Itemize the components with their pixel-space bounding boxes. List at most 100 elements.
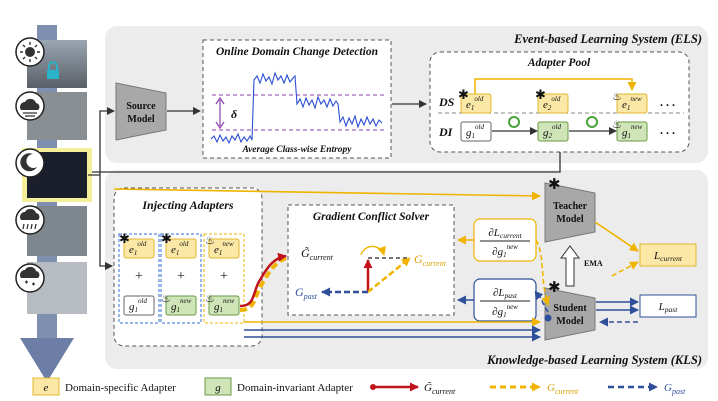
dl-past-box: ∂Lpast ∂g1new bbox=[473, 278, 537, 322]
svg-text:Lpast: Lpast bbox=[658, 301, 679, 314]
inject-col-1 bbox=[118, 233, 160, 324]
teacher-model: Teacher Model ✱ bbox=[544, 177, 596, 243]
inject-e1-old-b bbox=[165, 238, 197, 259]
teacher-to-lcurrent-flow bbox=[594, 221, 639, 252]
legend-g-tilde-label: G̃current bbox=[424, 381, 456, 396]
inject-g1-new-b bbox=[208, 295, 240, 316]
student-to-dl-past bbox=[534, 290, 549, 313]
legend-e-text: Domain-specific Adapter bbox=[65, 382, 176, 394]
g-tilde-current-label: G̃current bbox=[301, 246, 334, 262]
svg-text:∂g1new: ∂g1new bbox=[492, 303, 518, 319]
dl-current-to-student bbox=[535, 239, 550, 306]
update-cycle-icon bbox=[508, 116, 520, 128]
g-current-vector bbox=[367, 257, 411, 293]
l-current-box: Lcurrent bbox=[639, 243, 697, 267]
image-to-source-arrow bbox=[88, 107, 115, 176]
legend-g-past-label: Gpast bbox=[664, 382, 686, 396]
junction-dot bbox=[544, 314, 552, 322]
frozen-snowflake-icon: ✱ bbox=[548, 177, 561, 193]
gradient-source-curve bbox=[239, 256, 287, 312]
svg-text:g1old: g1old bbox=[129, 297, 147, 314]
source-model-line1: Source bbox=[126, 101, 156, 112]
moon-icon bbox=[15, 148, 45, 178]
sun-icon bbox=[15, 37, 45, 67]
svg-text:g2old: g2old bbox=[543, 123, 561, 140]
pool-g2-old bbox=[537, 121, 569, 142]
input-to-teacher-flow bbox=[113, 188, 541, 201]
pool-g1-new bbox=[616, 121, 648, 142]
svg-text:g1new: g1new bbox=[622, 123, 643, 140]
inject-col-2 bbox=[160, 233, 202, 324]
entropy-signal-line bbox=[210, 71, 383, 145]
inject-e1-old-a bbox=[123, 238, 155, 259]
inject-g1-old bbox=[123, 295, 155, 316]
svg-text:Lcurrent: Lcurrent bbox=[653, 250, 683, 263]
teacher-line2: Model bbox=[556, 214, 583, 225]
dl-current-box: ∂Lcurrent ∂g1new bbox=[473, 218, 537, 262]
svg-text:∂Lpast: ∂Lpast bbox=[493, 287, 518, 300]
plus-sign: + bbox=[220, 269, 228, 284]
svg-text:g1new: g1new bbox=[214, 297, 235, 314]
image-to-injecting-arrow bbox=[99, 175, 113, 270]
svg-text:e1old: e1old bbox=[129, 240, 147, 257]
domain-change-detection-box: Online Domain Change Detection δ Average… bbox=[202, 39, 392, 159]
source-model: Source Model bbox=[115, 82, 167, 141]
student-to-lcurrent-flow bbox=[611, 261, 639, 277]
trainable-fire-icon: ♨ bbox=[205, 235, 215, 247]
rotation-arc bbox=[360, 245, 387, 256]
svg-text:∂Lcurrent: ∂Lcurrent bbox=[488, 227, 522, 240]
snow-icon bbox=[15, 263, 45, 293]
pool-g1-old bbox=[460, 121, 492, 142]
plus-sign: + bbox=[135, 269, 143, 284]
teacher-line1: Teacher bbox=[553, 201, 588, 212]
di-row-label: DI bbox=[438, 125, 454, 139]
legend-g-swatch bbox=[204, 377, 232, 396]
trainable-fire-icon: ♨ bbox=[161, 293, 171, 305]
inject-g1-new-a bbox=[165, 295, 197, 316]
pool-e1-old bbox=[460, 93, 492, 114]
update-cycle-icon bbox=[586, 116, 598, 128]
g-past-label: Gpast bbox=[295, 285, 318, 301]
pool-e2-old bbox=[537, 93, 569, 114]
gradient-conflict-solver-box: Gradient Conflict Solver G̃current Gcurr… bbox=[287, 204, 455, 316]
lock-icon bbox=[47, 61, 59, 79]
plus-sign: + bbox=[177, 269, 185, 284]
legend-e-swatch bbox=[32, 377, 60, 396]
trainable-fire-icon: ♨ bbox=[612, 91, 622, 103]
legend-g-letter: g bbox=[215, 382, 221, 394]
svg-text:g1old: g1old bbox=[466, 123, 484, 140]
cloud-icon bbox=[15, 91, 45, 121]
svg-text:g1new: g1new bbox=[171, 297, 192, 314]
entropy-caption: Average Class-wise Entropy bbox=[241, 145, 352, 155]
ds-row-label: DS bbox=[438, 95, 455, 109]
frozen-snowflake-icon: ✱ bbox=[161, 231, 172, 246]
rain-icon bbox=[15, 205, 45, 235]
trainable-fire-icon: ♨ bbox=[205, 293, 215, 305]
source-model-line2: Model bbox=[127, 114, 154, 125]
ds-pool-link-arrow bbox=[474, 78, 637, 94]
legend-g-text: Domain-invariant Adapter bbox=[237, 382, 353, 394]
injecting-adapters-box: Injecting Adapters e1old ✱ e1old ✱ e1new… bbox=[113, 187, 263, 347]
legend-e-letter: e bbox=[44, 382, 49, 394]
adapter-pool-box: Adapter Pool DS DI e1old ✱ e2old ✱ e1new… bbox=[429, 51, 690, 153]
ds-ellipsis: . . . bbox=[660, 95, 675, 109]
g-current-label: Gcurrent bbox=[414, 252, 447, 268]
svg-text:∂g1new: ∂g1new bbox=[492, 243, 518, 259]
di-ellipsis: . . . bbox=[660, 123, 675, 137]
trainable-fire-icon: ♨ bbox=[612, 119, 622, 131]
adapter-pool-title: Adapter Pool bbox=[527, 57, 591, 69]
pool-feedback-line bbox=[92, 152, 561, 173]
l-past-box: Lpast bbox=[639, 294, 697, 318]
frozen-snowflake-icon: ✱ bbox=[535, 87, 546, 102]
svg-text:e1old: e1old bbox=[171, 240, 189, 257]
els-title: Event-based Learning System (ELS) bbox=[513, 32, 702, 46]
inject-e1-new bbox=[208, 238, 240, 259]
solved-gradient-curve bbox=[239, 252, 287, 308]
detection-title: Online Domain Change Detection bbox=[216, 46, 378, 58]
student-line2: Model bbox=[556, 316, 583, 327]
legend-g-current-label: Gcurrent bbox=[547, 382, 579, 396]
svg-text:e2old: e2old bbox=[543, 95, 561, 112]
svg-text:e1new: e1new bbox=[622, 95, 642, 112]
svg-text:e1old: e1old bbox=[466, 95, 484, 112]
